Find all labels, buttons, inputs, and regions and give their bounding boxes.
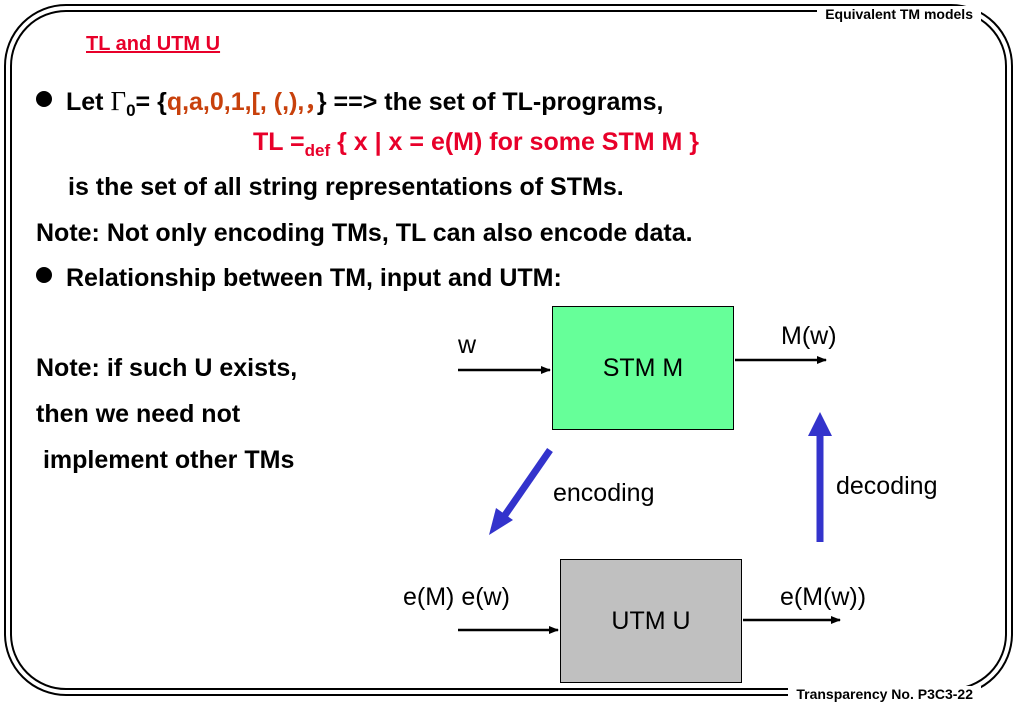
utm-input-label: e(M) e(w) <box>403 583 510 611</box>
slide-frame-outer <box>4 4 1013 696</box>
bullet-dot-icon <box>36 267 52 283</box>
bullet-dot-icon <box>36 91 52 107</box>
slide-title: TL and UTM U <box>86 33 221 55</box>
slide-frame-inner <box>10 10 1007 690</box>
side-note-line-3: implement other TMs <box>36 446 295 474</box>
encoding-arrow-icon <box>489 448 553 535</box>
tl-description: is the set of all string representations… <box>68 173 624 201</box>
header-label: Equivalent TM models <box>817 6 981 22</box>
input-w-label: w <box>458 331 477 359</box>
note-encoding-data: Note: Not only encoding TMs, TL can also… <box>36 219 693 247</box>
side-note-line-1: Note: if such U exists, <box>36 354 298 382</box>
decoding-label: decoding <box>836 472 938 500</box>
bullet-relationship: Relationship between TM, input and UTM: <box>36 264 562 293</box>
relationship-text: Relationship between TM, input and UTM: <box>66 264 562 292</box>
tl-def-subscript: def <box>304 141 331 160</box>
decoding-arrow-icon <box>808 412 832 542</box>
gamma-close-arrow: } ==> the set of TL-programs, <box>316 88 664 116</box>
utm-u-box: UTM U <box>560 559 742 683</box>
utm-output-label: e(M(w)) <box>780 583 867 611</box>
tl-def-lhs: TL = <box>253 128 305 156</box>
tl-definition: TL =def { x | x = e(M) for some STM M } <box>253 128 699 161</box>
encoding-label: encoding <box>553 479 655 507</box>
gamma-symbols: q,a,0,1,[, (,), <box>166 88 305 116</box>
gamma-symbol: Γ <box>110 86 127 116</box>
stm-m-box: STM M <box>552 306 734 430</box>
gamma-subscript: 0 <box>126 101 136 120</box>
output-mw-label: M(w) <box>781 322 837 350</box>
footer-label: Transparency No. P3C3-22 <box>788 686 981 702</box>
tl-def-rhs: { x | x = e(M) for some STM M } <box>330 128 700 156</box>
let-text: Let <box>66 88 111 116</box>
side-note-line-2: then we need not <box>36 400 241 428</box>
gamma-eq-open: = { <box>135 88 167 116</box>
fullwidth-comma: ， <box>304 88 317 116</box>
bullet-tl-gamma: Let Γ0= {q,a,0,1,[, (,),，} ==> the set o… <box>36 82 663 121</box>
